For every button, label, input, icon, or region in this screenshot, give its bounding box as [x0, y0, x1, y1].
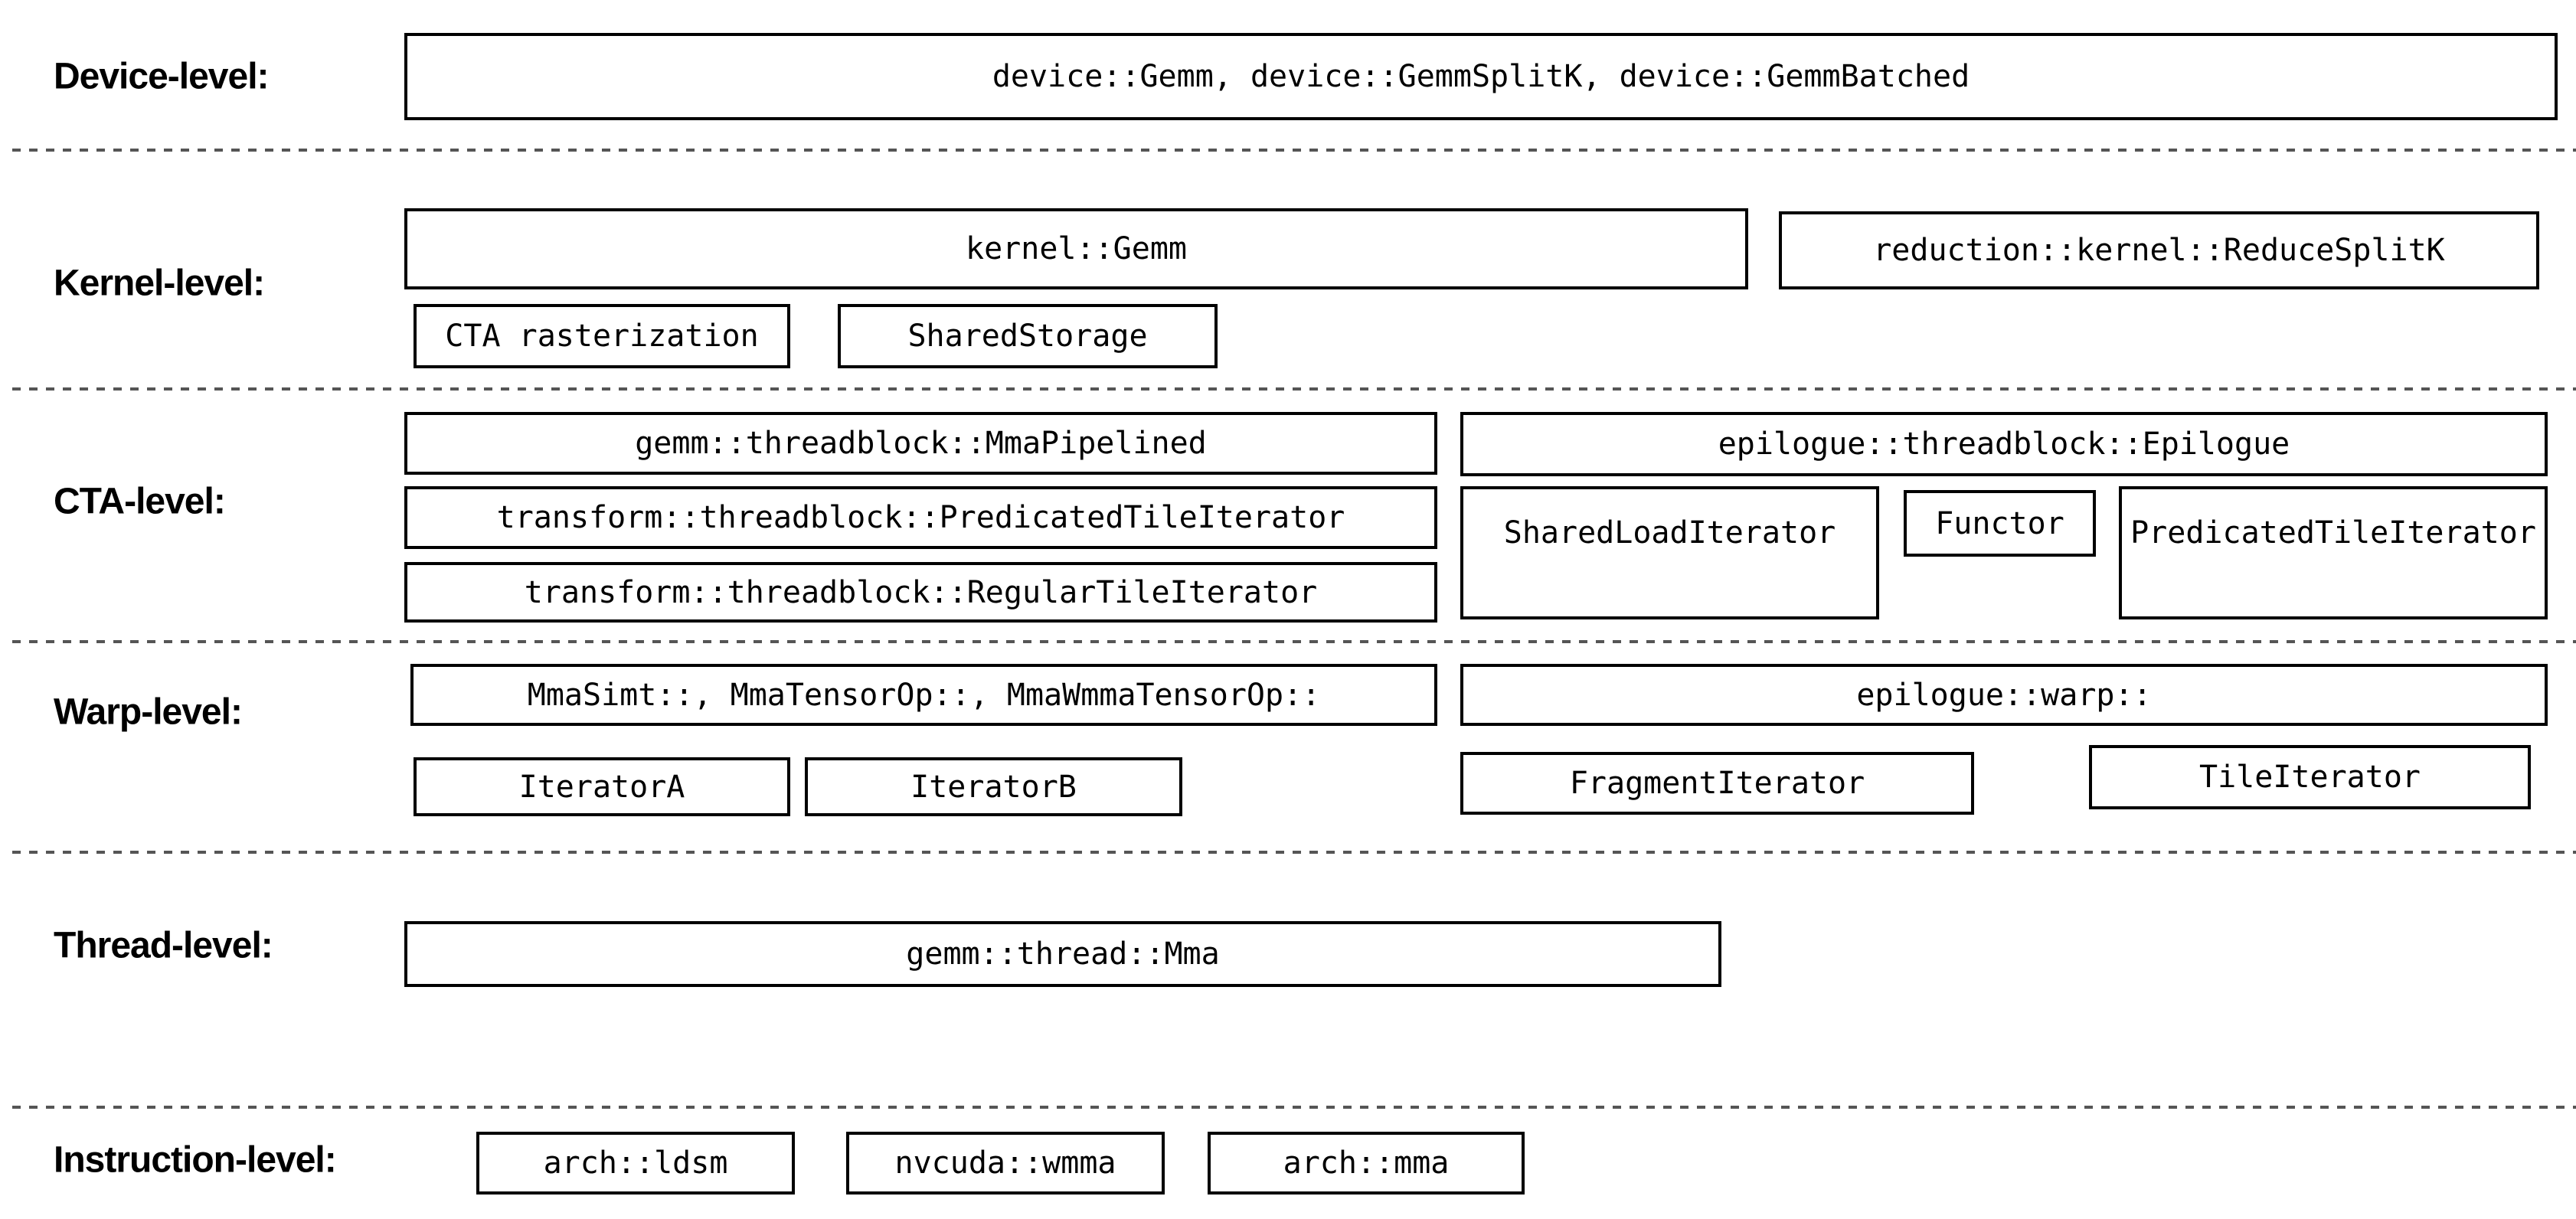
- kernel-cta-rasterization-box: CTA rasterization: [414, 304, 790, 368]
- warp-fragment-iterator-box: FragmentIterator: [1460, 752, 1974, 815]
- cta-level-label: CTA-level:: [54, 481, 226, 522]
- separator-warp-thread: [12, 851, 2576, 854]
- cta-epilogue-box: epilogue::threadblock::Epilogue: [1460, 412, 2548, 476]
- instruction-arch-mma-box: arch::mma: [1208, 1132, 1525, 1194]
- warp-epilogue-box: epilogue::warp::: [1460, 664, 2548, 726]
- kernel-level-label: Kernel-level:: [54, 263, 265, 304]
- cta-epilogue-predicated-tile-iterator-box: PredicatedTileIterator: [2119, 486, 2548, 619]
- device-level-label: Device-level:: [54, 56, 270, 97]
- thread-mma-box: gemm::thread::Mma: [404, 921, 1721, 987]
- instruction-level-label: Instruction-level:: [54, 1139, 337, 1181]
- instruction-arch-ldsm-box: arch::ldsm: [476, 1132, 795, 1194]
- separator-thread-instruction: [12, 1106, 2576, 1109]
- separator-kernel-cta: [12, 387, 2576, 391]
- instruction-nvcuda-wmma-box: nvcuda::wmma: [846, 1132, 1165, 1194]
- warp-level-label: Warp-level:: [54, 691, 243, 733]
- kernel-reduce-splitk-box: reduction::kernel::ReduceSplitK: [1779, 211, 2539, 289]
- cta-regular-tile-iterator-box: transform::threadblock::RegularTileItera…: [404, 562, 1437, 623]
- warp-tile-iterator-box: TileIterator: [2089, 745, 2531, 809]
- separator-device-kernel: [12, 149, 2576, 152]
- device-gemm-box: device::Gemm, device::GemmSplitK, device…: [404, 33, 2558, 120]
- warp-iterator-b-box: IteratorB: [805, 757, 1182, 816]
- cta-functor-box: Functor: [1904, 490, 2096, 557]
- warp-mma-ops-box: MmaSimt::, MmaTensorOp::, MmaWmmaTensorO…: [410, 664, 1437, 726]
- separator-cta-warp: [12, 640, 2576, 643]
- cta-predicated-tile-iterator-box: transform::threadblock::PredicatedTileIt…: [404, 486, 1437, 549]
- warp-iterator-a-box: IteratorA: [414, 757, 790, 816]
- cta-shared-load-iterator-box: SharedLoadIterator: [1460, 486, 1879, 619]
- cta-mma-pipelined-box: gemm::threadblock::MmaPipelined: [404, 412, 1437, 475]
- kernel-gemm-box: kernel::Gemm: [404, 208, 1748, 289]
- thread-level-label: Thread-level:: [54, 925, 273, 966]
- kernel-shared-storage-box: SharedStorage: [838, 304, 1218, 368]
